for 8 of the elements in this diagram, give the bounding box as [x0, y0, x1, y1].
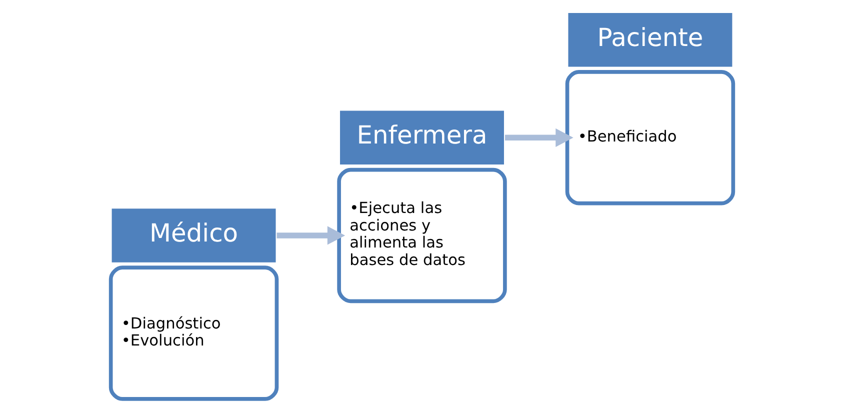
node-box: •Diagnóstico •Evolución [108, 266, 279, 401]
node-box: Enfermera [338, 108, 506, 166]
arrow [276, 226, 346, 245]
node-box: Médico [110, 206, 278, 264]
node-box: Paciente [566, 11, 734, 69]
arrow [504, 128, 574, 147]
node-box: •Ejecuta las acciones y alimenta las bases de datos [337, 168, 507, 304]
node-box: •Beneficiado [565, 70, 736, 206]
